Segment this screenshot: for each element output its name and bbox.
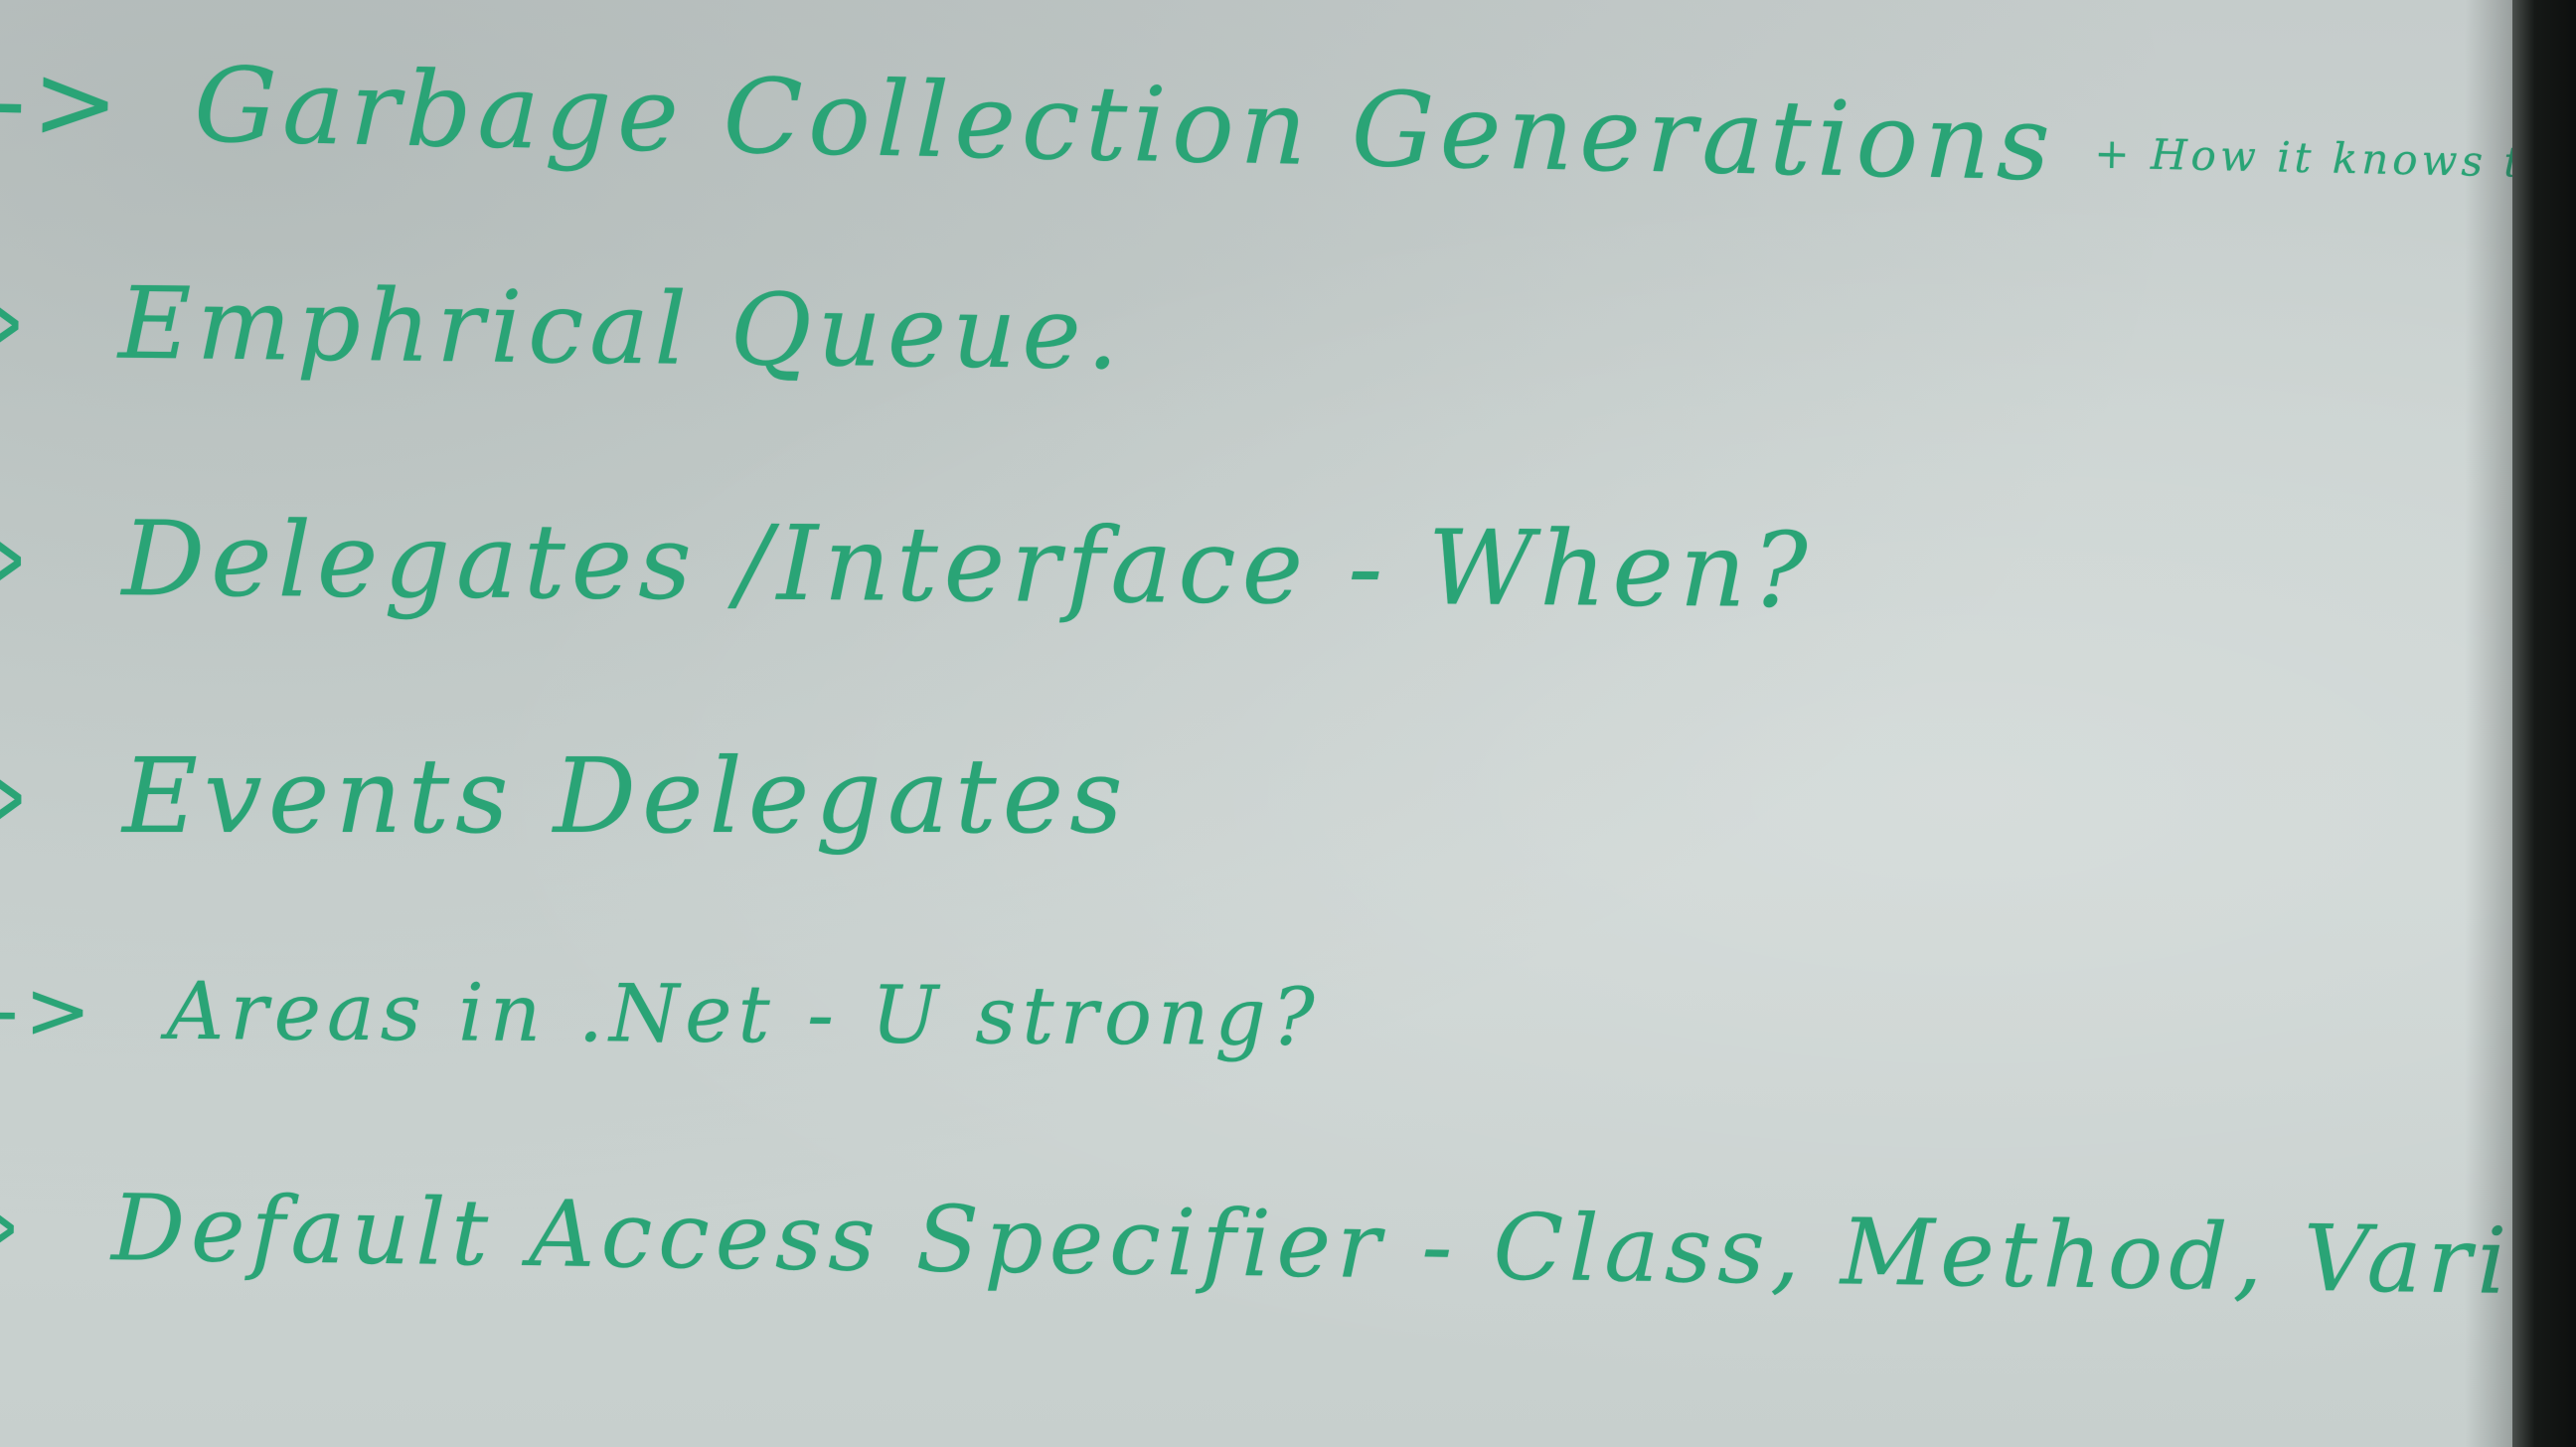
whiteboard-line: > Events Delegates <box>0 735 1129 857</box>
line-text: Default Access Specifier - Class, Method… <box>110 1175 2576 1318</box>
whiteboard-frame-edge <box>2512 0 2576 1447</box>
whiteboard-line: -> Garbage Collection Generations + How i… <box>0 40 2576 224</box>
line-text: Garbage Collection Generations <box>193 44 2057 205</box>
bullet-icon: > <box>0 1173 23 1280</box>
bullet-icon: > <box>0 497 30 619</box>
line-text: Areas in .Net - U strong? <box>166 964 1321 1064</box>
bullet-icon: > <box>0 735 30 857</box>
arrow-icon: -> <box>0 964 97 1057</box>
line-text: Emphrical Queue. <box>117 264 1126 393</box>
line-text: Delegates /Interface - When? <box>121 498 1815 632</box>
line-annotation: + How it knows to Collect Garbage <box>2093 128 2576 197</box>
bullet-icon: > <box>0 263 28 381</box>
whiteboard-line: -> Areas in .Net - U strong? <box>0 964 1321 1063</box>
whiteboard-line: > Delegates /Interface - When? <box>0 497 1814 631</box>
whiteboard-line: > Emphrical Queue. <box>0 263 1125 392</box>
whiteboard-line: > Default Access Specifier - Class, Metho… <box>0 1173 2576 1318</box>
arrow-icon: -> <box>0 40 126 164</box>
line-text: Events Delegates <box>122 735 1129 857</box>
